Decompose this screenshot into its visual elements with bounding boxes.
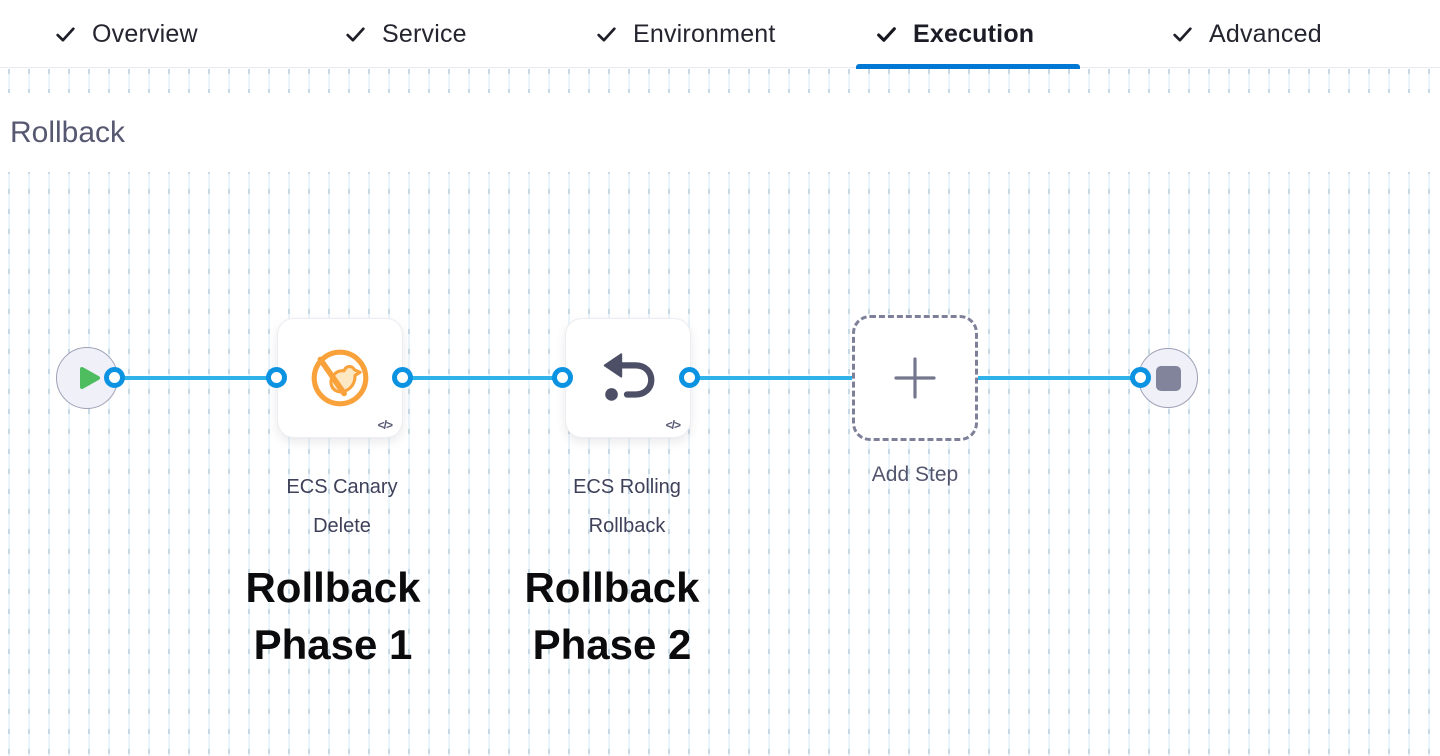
check-icon: [877, 26, 896, 42]
step-name-label: ECS Rolling Rollback: [573, 476, 681, 537]
port-step1-out[interactable]: [392, 367, 413, 388]
port-start-out[interactable]: [104, 367, 125, 388]
tab-advanced[interactable]: Advanced: [1170, 0, 1322, 68]
tab-overview[interactable]: Overview: [53, 0, 198, 68]
tab-label: Environment: [633, 19, 776, 48]
edge-step1-to-step2: [403, 376, 563, 380]
edge-start-to-step1: [115, 376, 277, 380]
edge-addstep-to-end: [978, 376, 1141, 380]
rollback-section-header: Rollback: [0, 93, 1440, 172]
tab-execution[interactable]: Execution: [874, 0, 1034, 68]
port-end-in[interactable]: [1130, 367, 1151, 388]
execution-canvas[interactable]: Rollback </>: [0, 69, 1440, 756]
tab-label: Service: [382, 19, 467, 48]
ecs-rolling-rollback-icon: [603, 353, 655, 401]
plus-icon: [894, 357, 936, 399]
port-step2-in[interactable]: [552, 367, 573, 388]
tab-service[interactable]: Service: [343, 0, 467, 68]
step-card-ecs-rolling-rollback[interactable]: </>: [565, 318, 691, 438]
add-step-label: Add Step: [871, 463, 959, 486]
section-title: Rollback: [10, 115, 126, 149]
check-icon: [597, 26, 616, 42]
check-icon: [1173, 26, 1192, 42]
check-icon: [346, 26, 365, 42]
annotation-rollback-phase-2: Rollback Phase 2: [524, 564, 700, 668]
check-icon: [56, 26, 75, 42]
step-card-ecs-canary-delete[interactable]: </>: [277, 318, 403, 438]
play-icon: [79, 367, 100, 389]
port-step1-in[interactable]: [266, 367, 287, 388]
code-badge[interactable]: </>: [665, 418, 681, 432]
code-badge[interactable]: </>: [377, 418, 393, 432]
stage-config-tabbar: Overview Service Environment Execution A…: [0, 0, 1440, 69]
ecs-canary-delete-icon: [311, 349, 369, 407]
active-tab-underline: [856, 64, 1080, 69]
tab-label: Execution: [913, 19, 1035, 48]
edge-step2-to-addstep: [690, 376, 853, 380]
tab-label: Overview: [92, 19, 198, 48]
port-step2-out[interactable]: [679, 367, 700, 388]
tab-environment[interactable]: Environment: [594, 0, 776, 68]
add-step-button[interactable]: [852, 315, 978, 441]
annotation-rollback-phase-1: Rollback Phase 1: [245, 564, 421, 668]
step-name-label: ECS Canary Delete: [286, 476, 398, 537]
stop-icon: [1155, 365, 1181, 391]
tab-label: Advanced: [1209, 19, 1322, 48]
